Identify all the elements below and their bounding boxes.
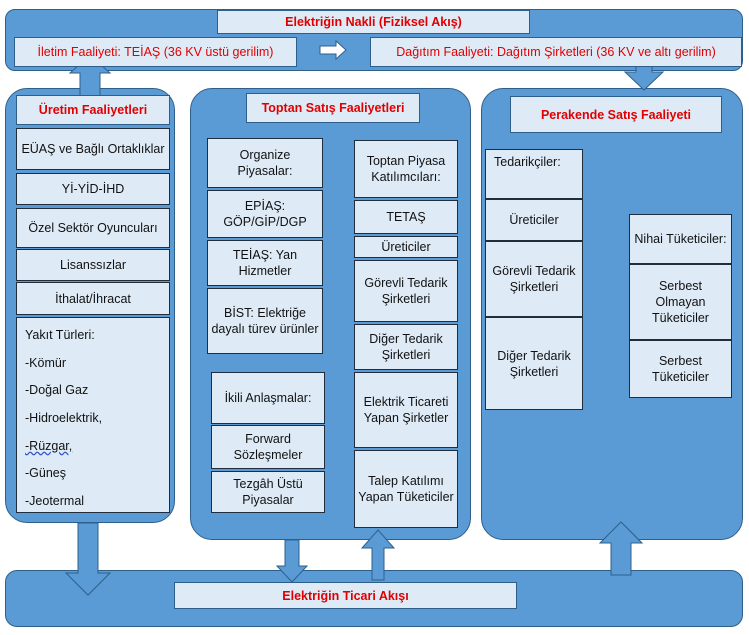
participant-tetas: TETAŞ [354,200,458,234]
fuel-natural-gas: -Doğal Gaz [25,383,89,398]
fuel-types-title: Yakıt Türleri: [25,328,95,342]
participant-demand-response: Talep Katılımı Yapan Tüketiciler [354,450,458,528]
arrow-up-commercial-to-wholesale [360,529,396,581]
fuel-geothermal: -Jeotermal [25,494,85,509]
production-item-private: Özel Sektör Oyuncuları [16,208,170,248]
physical-flow-title: Elektriğin Nakli (Fiziksel Akış) [217,10,530,34]
bilateral-otc: Tezgâh Üstü Piyasalar [211,471,325,513]
participant-other-suppliers: Diğer Tedarik Şirketleri [354,324,458,370]
participant-designated-suppliers: Görevli Tedarik Şirketleri [354,260,458,322]
organized-epias: EPİAŞ: GÖP/GİP/DGP [207,190,323,238]
wholesale-title: Toptan Satış Faaliyetleri [246,93,420,123]
distribution-activity: Dağıtım Faaliyeti: Dağıtım Şirketleri (3… [370,37,742,67]
participants-title: Toptan Piyasa Katılımcıları: [354,140,458,198]
commercial-flow-title: Elektriğin Ticari Akışı [174,582,517,609]
fuel-solar: -Güneş [25,466,66,481]
arrow-right-transmission-to-distribution [319,39,347,61]
fuel-coal: -Kömür [25,355,66,370]
organized-teias: TEİAŞ: Yan Hizmetler [207,240,323,286]
fuel-hydro: -Hidroelektrik, [25,411,103,426]
production-item-unlicensed: Lisanssızlar [16,249,170,281]
supplier-designated: Görevli Tedarik Şirketleri [485,241,583,317]
transmission-activity: İletim Faaliyeti: TEİAŞ (36 KV üstü geri… [14,37,297,67]
arrow-down-wholesale-to-commercial [275,539,309,583]
fuel-wind: -Rüzgar, [25,433,161,461]
arrow-up-commercial-to-retail [598,521,644,576]
bilateral-title: İkili Anlaşmalar: [211,372,325,424]
arrow-down-production-to-commercial [64,522,112,596]
participant-producers: Üreticiler [354,236,458,258]
production-title: Üretim Faaliyetleri [16,95,170,125]
fuel-wind-label: -Rüzgar, [25,438,73,453]
production-item-yi: Yİ-YİD-İHD [16,173,170,205]
consumers-title: Nihai Tüketiciler: [629,214,732,264]
suppliers-title: Tedarikçiler: [485,149,583,199]
participant-trading-companies: Elektrik Ticareti Yapan Şirketler [354,372,458,448]
supplier-producers: Üreticiler [485,199,583,241]
organized-bist: BİST: Elektriğe dayalı türev ürünler [207,288,323,354]
consumer-eligible: Serbest Tüketiciler [629,340,732,398]
fuel-types-box: Yakıt Türleri: -Kömür -Doğal Gaz -Hidroe… [16,317,170,513]
consumer-non-eligible: Serbest Olmayan Tüketiciler [629,264,732,340]
production-item-import-export: İthalat/İhracat [16,282,170,315]
supplier-other: Diğer Tedarik Şirketleri [485,317,583,410]
organized-markets-title: Organize Piyasalar: [207,138,323,188]
bilateral-forward: Forward Sözleşmeler [211,425,325,469]
production-item-euas: EÜAŞ ve Bağlı Ortaklıklar [16,128,170,170]
retail-title: Perakende Satış Faaliyeti [510,96,722,133]
